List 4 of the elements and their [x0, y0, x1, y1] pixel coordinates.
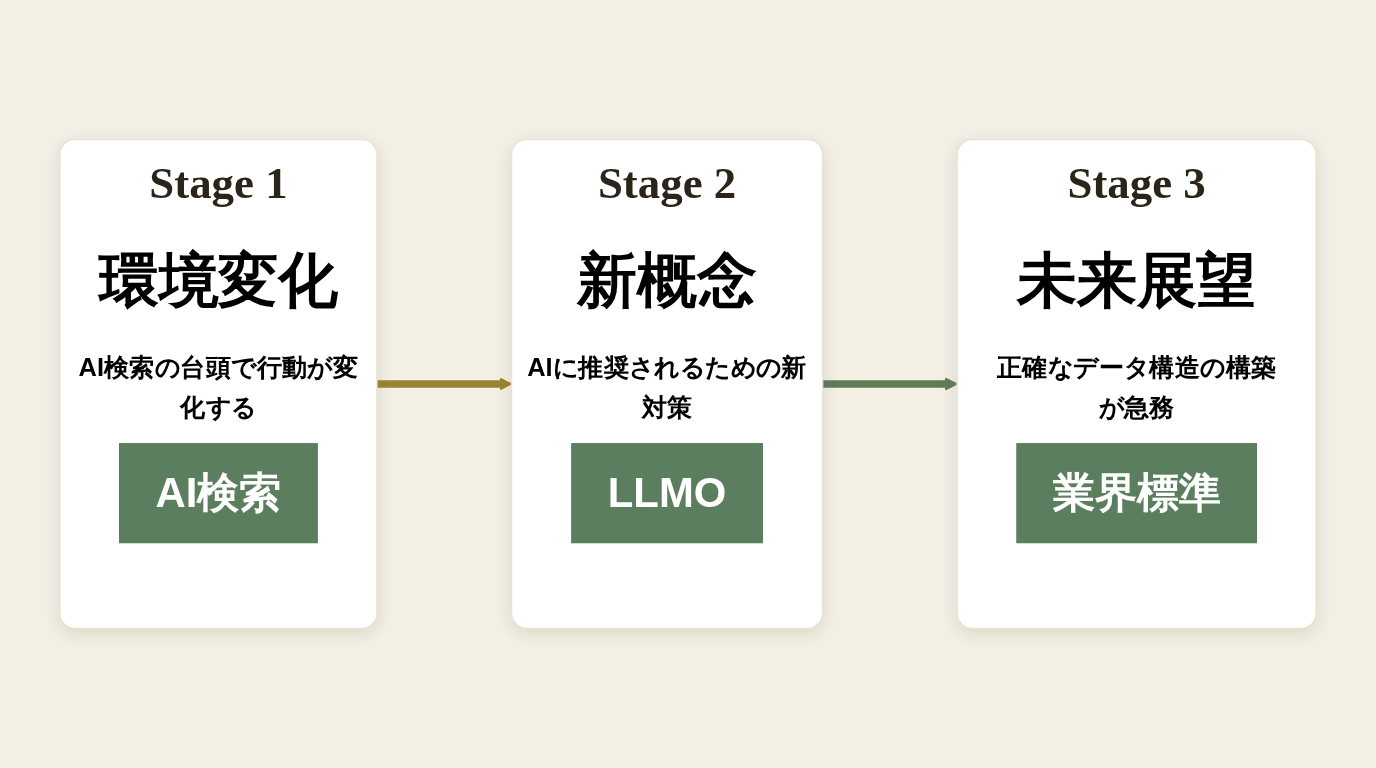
arrow	[822, 377, 958, 391]
node-box: 業界標準	[1016, 443, 1257, 544]
node-box: LLMO	[571, 443, 763, 544]
node-box: AI検索	[119, 443, 318, 544]
